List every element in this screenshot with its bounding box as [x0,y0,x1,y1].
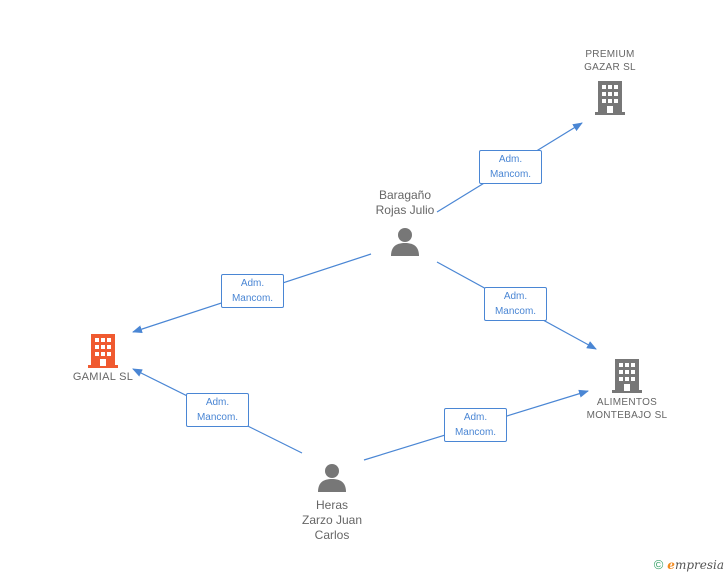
relation-label[interactable]: Adm. Mancom. [484,287,547,321]
relation-mode: Mancom. [489,169,532,180]
relation-label[interactable]: Adm. Mancom. [479,150,542,184]
relation-mode: Mancom. [196,412,239,423]
node-baragano-rojas-julio[interactable]: Baragaño Rojas Julio [355,188,455,257]
relation-type: Adm. [240,278,265,289]
relation-mode: Mancom. [231,293,274,304]
brand-initial: e [667,558,675,572]
relation-type: Adm. [205,397,230,408]
relation-label[interactable]: Adm. Mancom. [221,274,284,308]
person-icon [391,228,419,256]
node-label: ALIMENTOS MONTEBAJO SL [586,397,668,421]
node-label: PREMIUM GAZAR SL [584,49,636,73]
node-label: Heras Zarzo Juan Carlos [301,498,363,542]
building-icon [612,359,642,393]
relation-mode: Mancom. [454,427,497,438]
node-label: Baragaño Rojas Julio [375,188,435,217]
relation-label[interactable]: Adm. Mancom. [444,408,507,442]
building-icon [595,81,625,115]
copyright-icon: © [653,557,664,572]
relation-label[interactable]: Adm. Mancom. [186,393,249,427]
node-heras-zarzo-juan-carlos[interactable]: Heras Zarzo Juan Carlos [282,463,382,543]
brand-name: mpresia [674,558,724,572]
relation-mode: Mancom. [494,306,537,317]
brand-footer: ©empresia [654,557,724,572]
node-premium-gazar[interactable]: PREMIUM GAZAR SL [560,48,660,115]
node-alimentos-montebajo[interactable]: ALIMENTOS MONTEBAJO SL [572,357,682,422]
building-icon [88,334,118,368]
node-label: GAMIAL SL [72,371,134,383]
brand-logo: empresia [667,558,724,572]
node-gamial[interactable]: GAMIAL SL [53,332,153,384]
person-icon [318,464,346,492]
relation-type: Adm. [503,291,528,302]
relation-type: Adm. [463,412,488,423]
relation-type: Adm. [498,154,523,165]
